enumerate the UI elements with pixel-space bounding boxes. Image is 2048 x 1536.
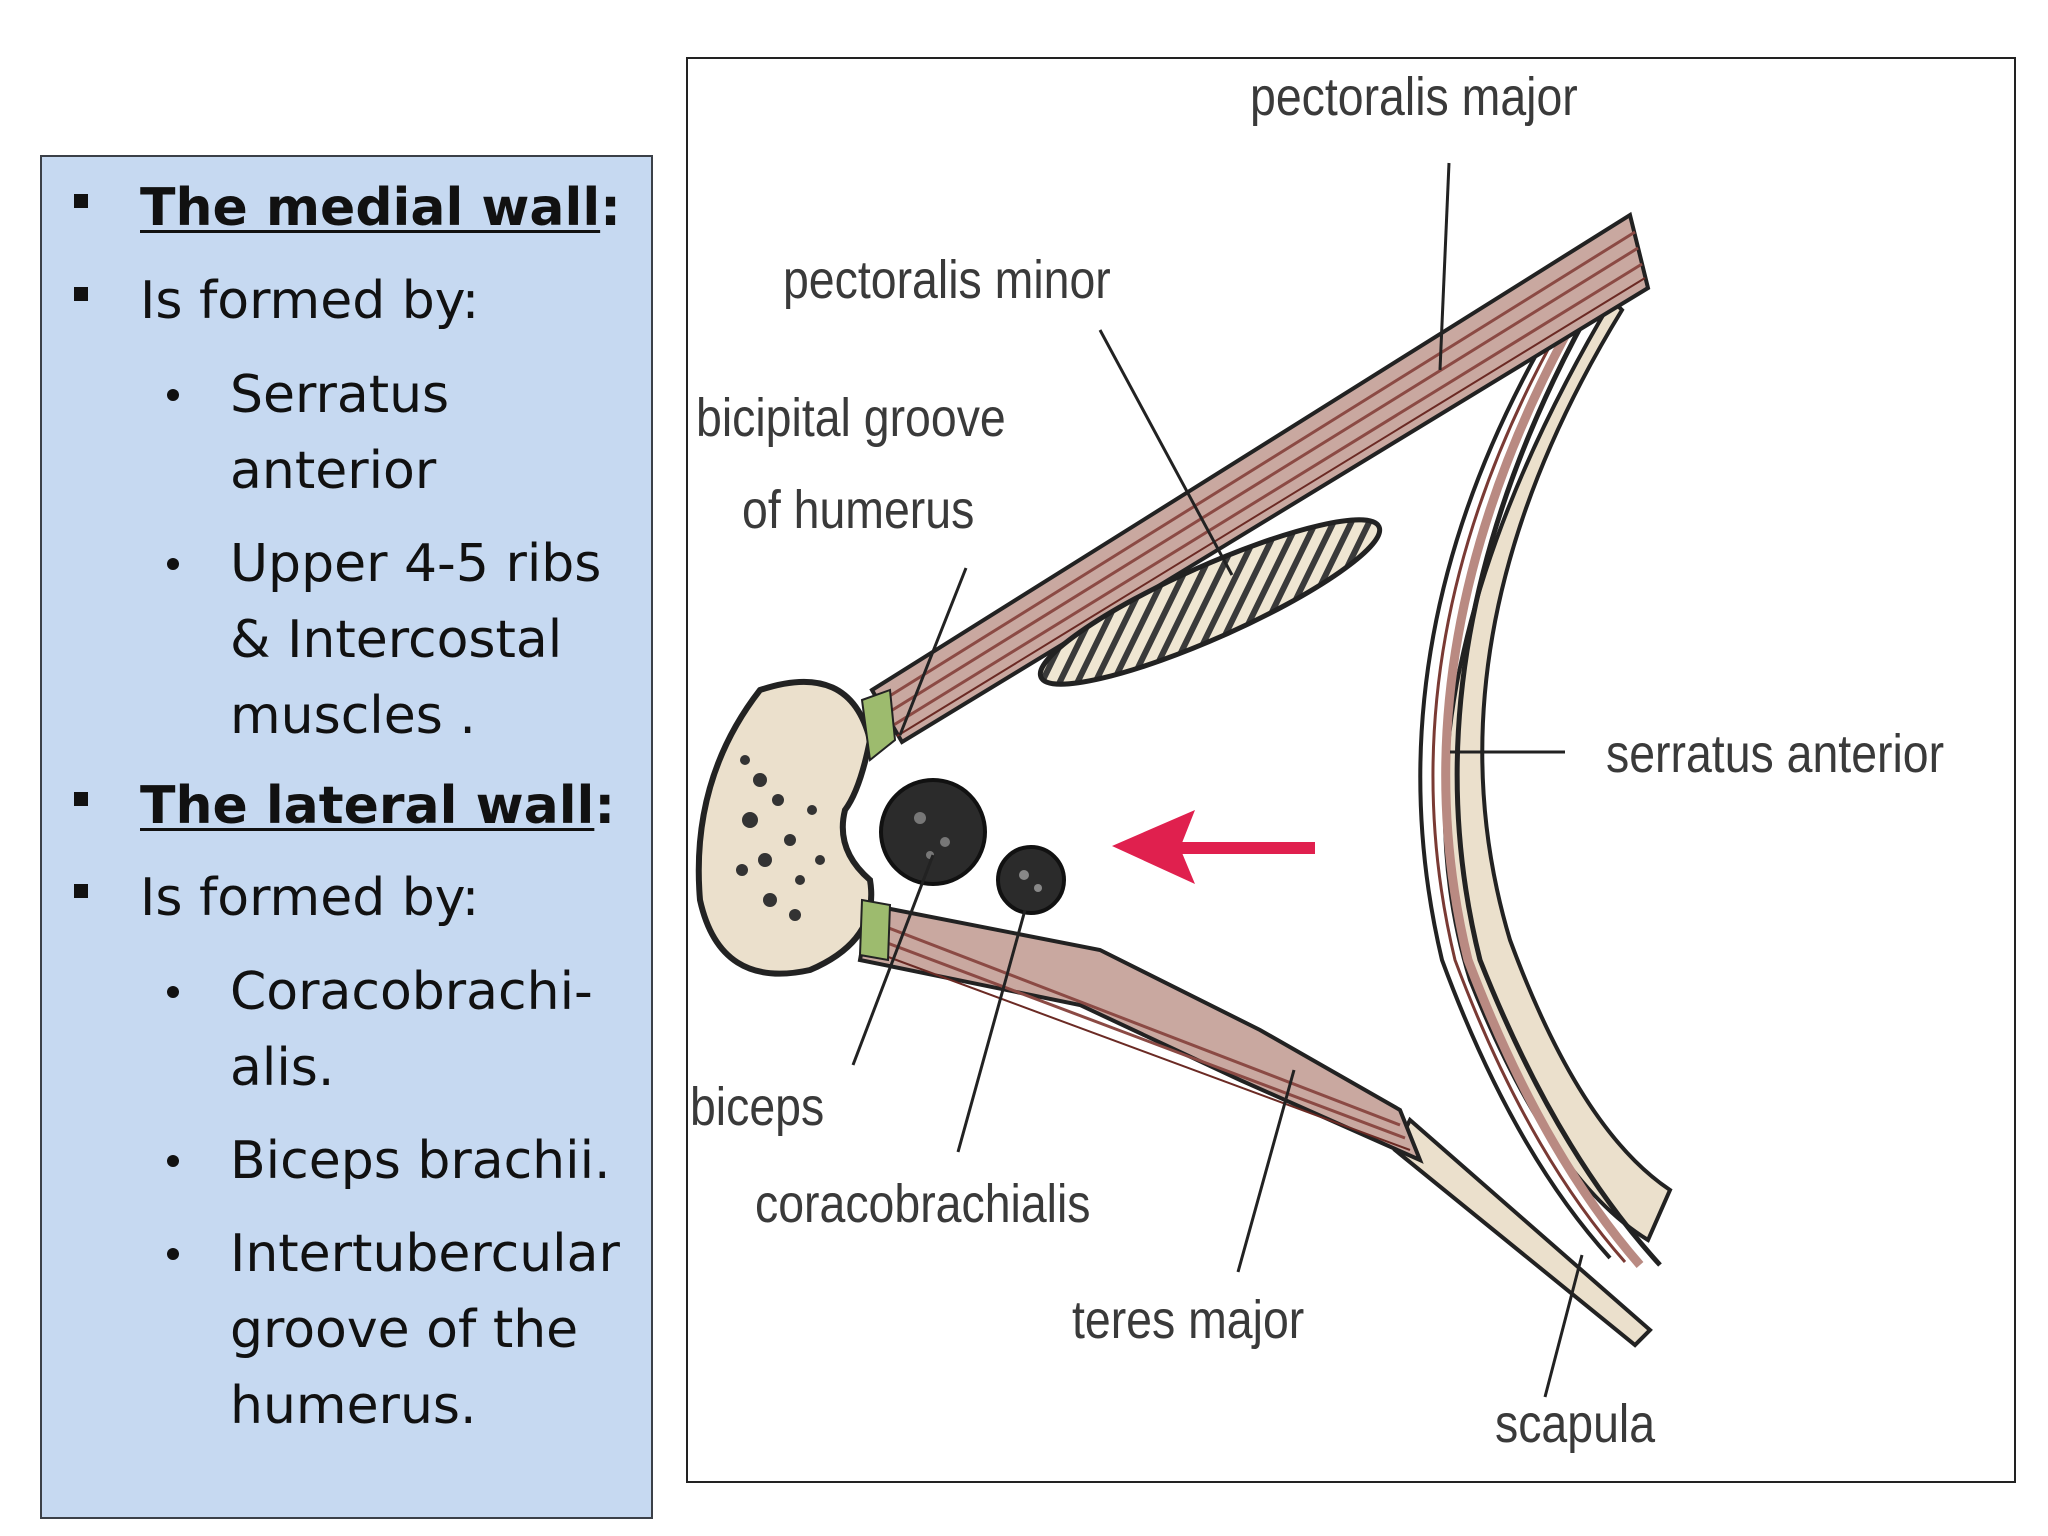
lateral-item-line: humerus.: [230, 1376, 477, 1436]
pectoralis-minor-muscle: [1037, 517, 1383, 687]
lateral-wall-heading: The lateral wall:: [140, 776, 616, 836]
label-coracobrachialis: coracobrachialis: [755, 1173, 1091, 1234]
bullet-dot-icon: [167, 1155, 179, 1167]
square-bullet-icon: [74, 884, 88, 898]
pectoralis-major-muscle: [869, 211, 1651, 745]
label-pectoralis-major: pectoralis major: [1250, 66, 1578, 127]
bullet-dot-icon: [167, 1248, 179, 1260]
medial-intro: Is formed by:: [140, 271, 480, 331]
text-panel: The medial wall: Is formed by: Serratus …: [40, 155, 653, 1519]
label-biceps: biceps: [690, 1076, 824, 1137]
bullet-dot-icon: [167, 389, 179, 401]
medial-item-line: Upper 4-5 ribs: [230, 534, 602, 594]
lateral-intro: Is formed by:: [140, 868, 480, 928]
lateral-item-line: alis.: [230, 1038, 335, 1098]
diagram-frame: [686, 57, 2016, 1483]
tendon-lower: [858, 898, 892, 962]
square-bullet-icon: [74, 792, 88, 806]
biceps-muscle: [879, 778, 987, 886]
serratus-anterior-muscle: [1418, 290, 1662, 1268]
label-teres-major: teres major: [1072, 1289, 1304, 1350]
label-pectoralis-minor: pectoralis minor: [783, 249, 1111, 310]
medial-item-line: muscles .: [230, 686, 476, 746]
medial-item-line: & Intercostal: [230, 610, 563, 670]
humerus-head: [695, 678, 875, 977]
tendon-upper: [860, 688, 897, 762]
label-of-humerus: of humerus: [742, 479, 974, 540]
red-arrow-icon: [1112, 810, 1315, 884]
bullet-dot-icon: [167, 986, 179, 998]
lateral-item-line: Biceps brachii.: [230, 1131, 611, 1191]
lateral-item-line: Intertubercular: [230, 1224, 620, 1284]
humerus-marrow: [736, 755, 825, 921]
medial-item-line: Serratus: [230, 365, 450, 425]
label-scapula: scapula: [1495, 1393, 1655, 1454]
label-bicipital-groove: bicipital groove: [696, 387, 1006, 448]
lateral-item-line: Coracobrachi-: [230, 962, 593, 1022]
lateral-item-line: groove of the: [230, 1300, 579, 1360]
medial-item-line: anterior: [230, 441, 437, 501]
coracobrachialis-muscle: [996, 845, 1066, 915]
teres-major-muscle: [857, 902, 1424, 1164]
square-bullet-icon: [74, 194, 88, 208]
label-serratus-anterior: serratus anterior: [1606, 723, 1944, 784]
leader-lines: [851, 162, 1584, 1398]
medial-wall-heading: The medial wall:: [140, 178, 621, 238]
square-bullet-icon: [74, 287, 88, 301]
bullet-dot-icon: [167, 558, 179, 570]
